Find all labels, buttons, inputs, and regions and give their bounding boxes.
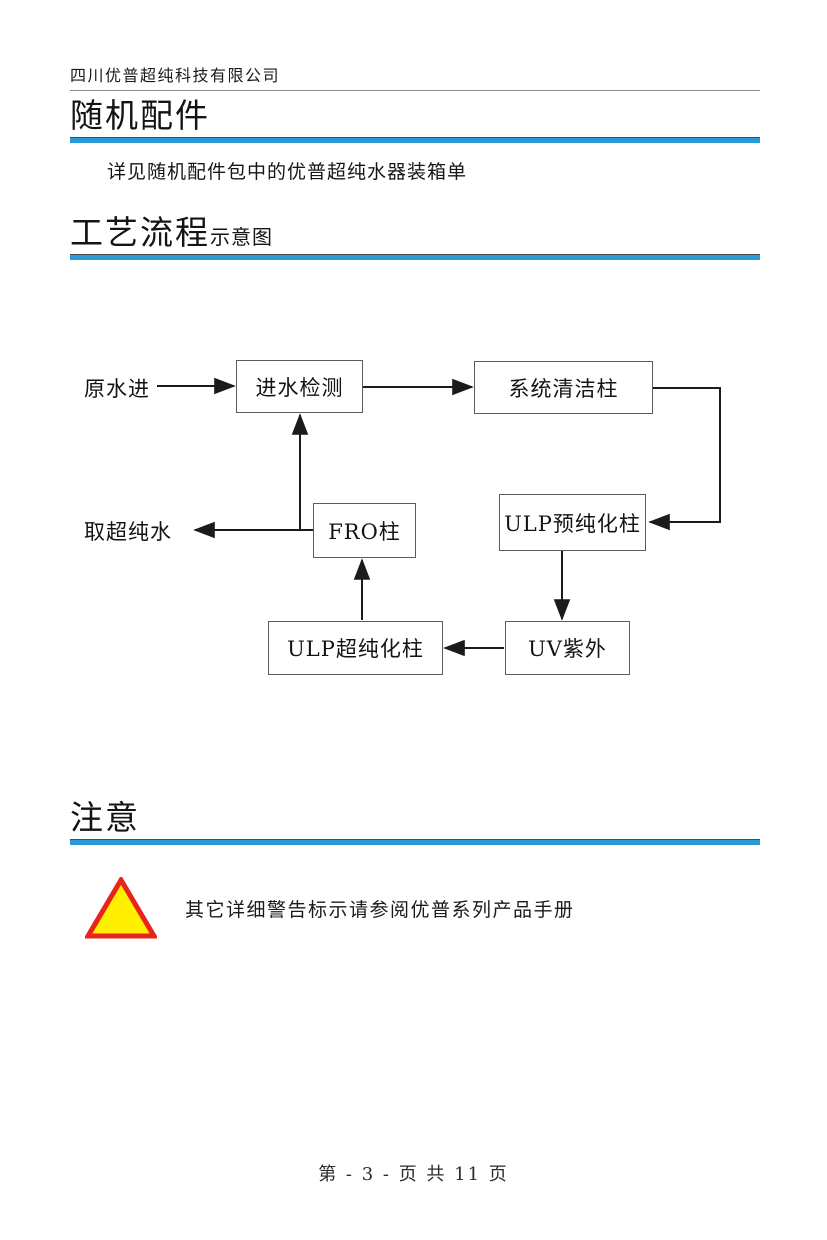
footer-page-number: 第 - 3 - 页 共 11 页 — [318, 1164, 509, 1185]
section-title-accessories: 随机配件 — [70, 96, 210, 135]
flow-box-ulp-ultra-purification-column: ULP超纯化柱 — [268, 621, 443, 675]
section-title-process: 工艺流程 — [70, 213, 210, 252]
flow-box-system-cleaning-column: 系统清洁柱 — [474, 361, 653, 414]
section-heading-notice: 注意 — [70, 798, 760, 845]
company-header: 四川优普超纯科技有限公司 — [70, 62, 760, 91]
heading-rule-accessories — [70, 136, 760, 143]
warning-triangle-icon — [85, 877, 157, 939]
notice-row: 其它详细警告标示请参阅优普系列产品手册 — [85, 877, 575, 939]
flow-label-get-ultrapure-water: 取超纯水 — [84, 520, 172, 544]
section-title-notice: 注意 — [70, 798, 140, 837]
notice-text: 其它详细警告标示请参阅优普系列产品手册 — [185, 898, 575, 921]
flow-box-inlet-test: 进水检测 — [236, 360, 363, 413]
heading-rule-process — [70, 253, 760, 260]
heading-rule-notice — [70, 838, 760, 845]
section-heading-accessories: 随机配件 — [70, 96, 760, 143]
accessories-note-text: 详见随机配件包中的优普超纯水器装箱单 — [107, 161, 468, 183]
section-subtitle-process: 示意图 — [210, 225, 273, 249]
flow-connectors — [157, 377, 721, 657]
flow-box-fro-column: FRO柱 — [313, 503, 416, 558]
process-flow-diagram: 原水进 取超纯水 进水检测 系统清洁柱 FRO柱 ULP预纯化柱 ULP超纯化柱… — [0, 300, 827, 730]
flow-label-raw-water-in: 原水进 — [84, 377, 150, 401]
flow-box-ulp-pre-purification-column: ULP预纯化柱 — [499, 494, 646, 551]
flow-box-uv-lamp: UV紫外 — [505, 621, 630, 675]
section-heading-process: 工艺流程示意图 — [70, 213, 760, 260]
